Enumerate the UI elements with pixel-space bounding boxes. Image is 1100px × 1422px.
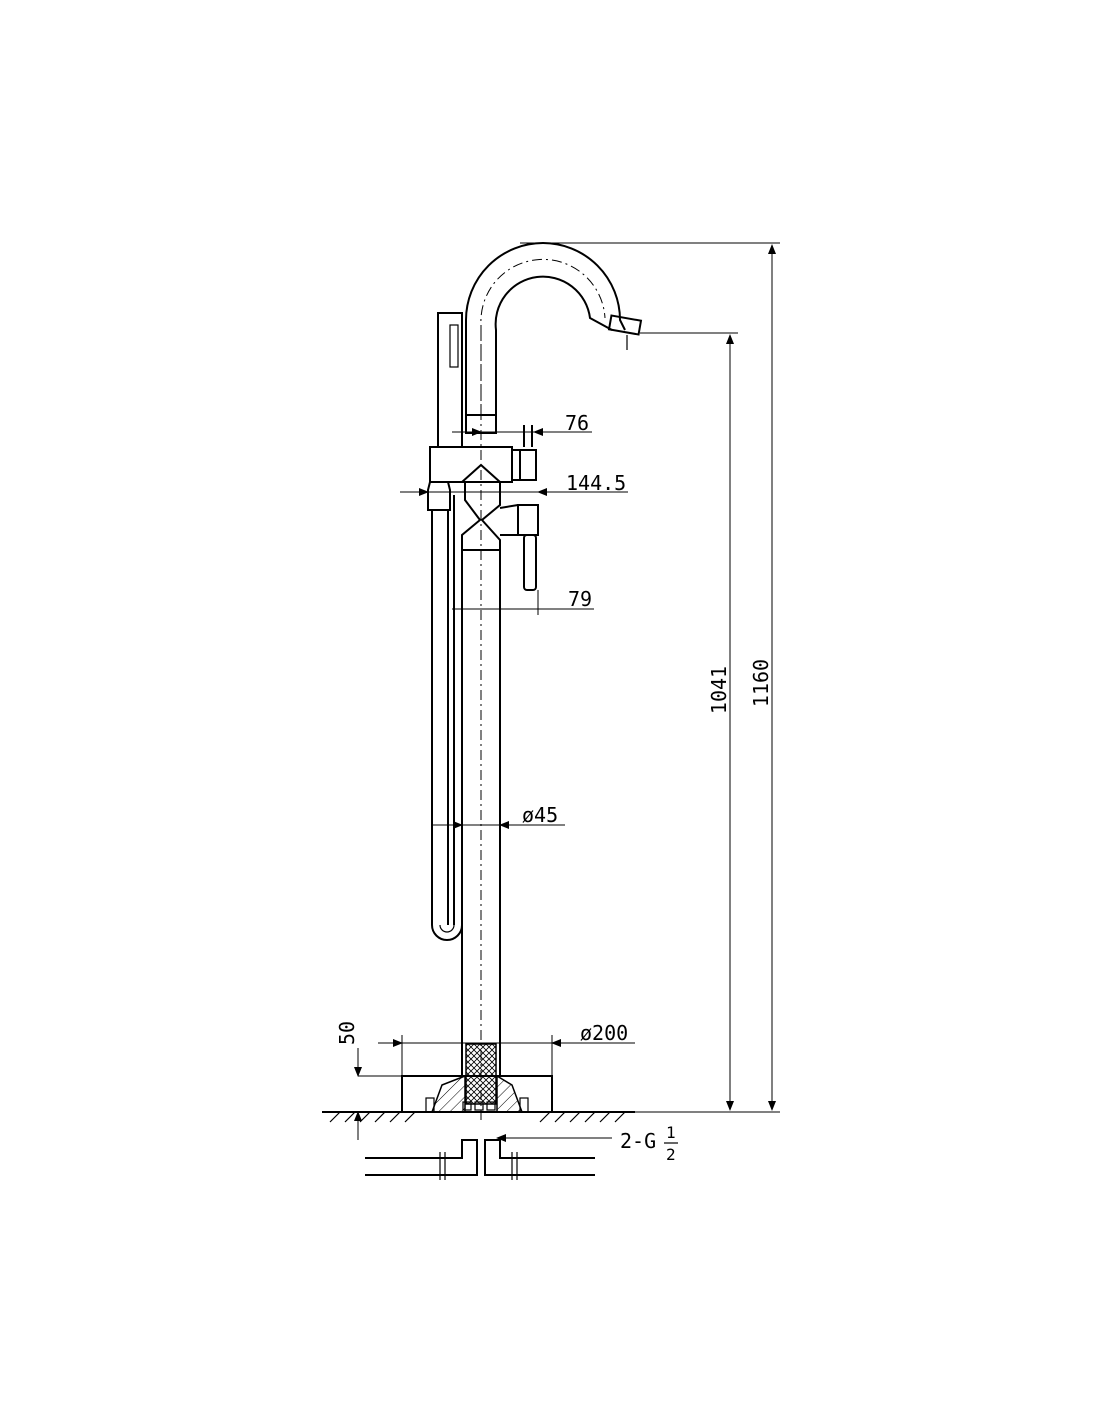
base-plate [401,1043,553,1113]
main-column [461,330,501,1120]
dim-pipe-diameter: ø45 [522,803,558,827]
floor-line [322,1111,635,1123]
dim-base-diameter: ø200 [580,1021,628,1045]
supply-pipes [365,1139,595,1180]
connection-label: 2-G 1 2 [620,1123,678,1164]
mixer-body [429,414,539,591]
connection-fraction-denominator: 2 [666,1145,676,1164]
dim-hand-shower-offset: 144.5 [566,471,626,495]
dim-total-height: 1160 [749,659,773,707]
connection-prefix: 2-G [620,1129,656,1153]
hand-shower [427,312,463,941]
spout [465,242,643,415]
dimension-lines [354,242,780,1142]
dim-base-height: 50 [335,1021,359,1045]
dim-lever-offset: 79 [568,587,592,611]
connection-fraction-numerator: 1 [666,1123,676,1142]
dim-spout-height: 1041 [707,666,731,714]
dim-handle-offset: 76 [565,411,589,435]
